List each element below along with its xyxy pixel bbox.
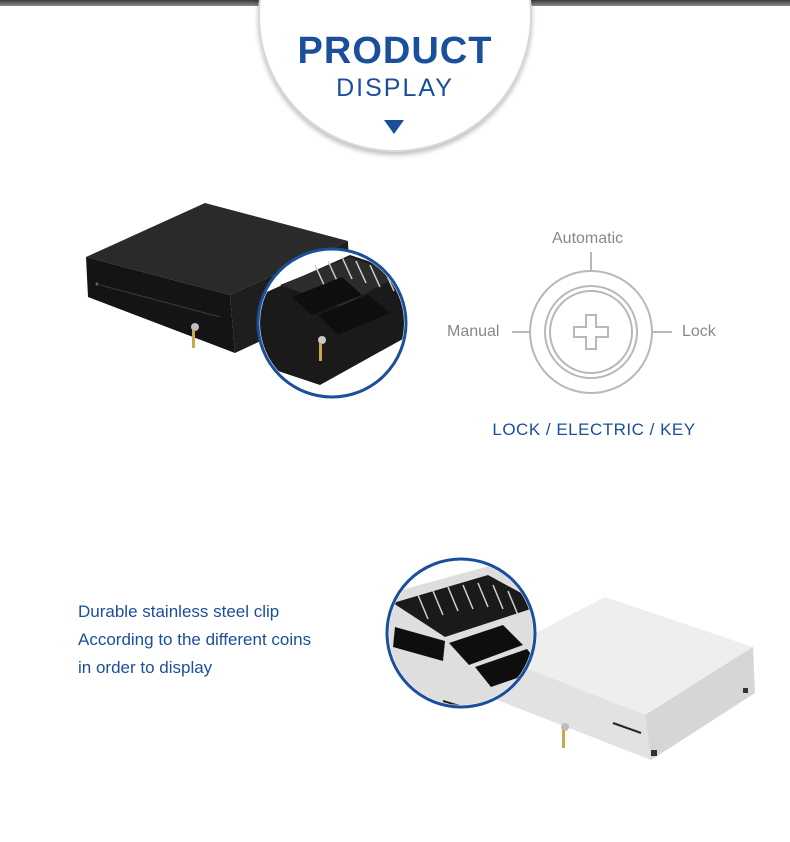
feature-line: Durable stainless steel clip	[78, 602, 280, 621]
lock-label-manual: Manual	[447, 323, 500, 340]
section-subtitle: DISPLAY	[336, 74, 454, 102]
lock-caption: LOCK / ELECTRIC / KEY	[492, 420, 696, 439]
feature-line: According to the different coins	[78, 630, 312, 649]
down-arrow-icon	[384, 120, 404, 134]
lock-label-automatic: Automatic	[552, 230, 624, 247]
feature-line: in order to display	[78, 658, 213, 677]
white-cash-drawer-image	[385, 557, 755, 760]
lock-dial-diagram	[512, 252, 672, 394]
lock-label-lock: Lock	[682, 323, 716, 340]
section-title: PRODUCT	[297, 30, 493, 72]
black-cash-drawer-image	[86, 203, 408, 399]
